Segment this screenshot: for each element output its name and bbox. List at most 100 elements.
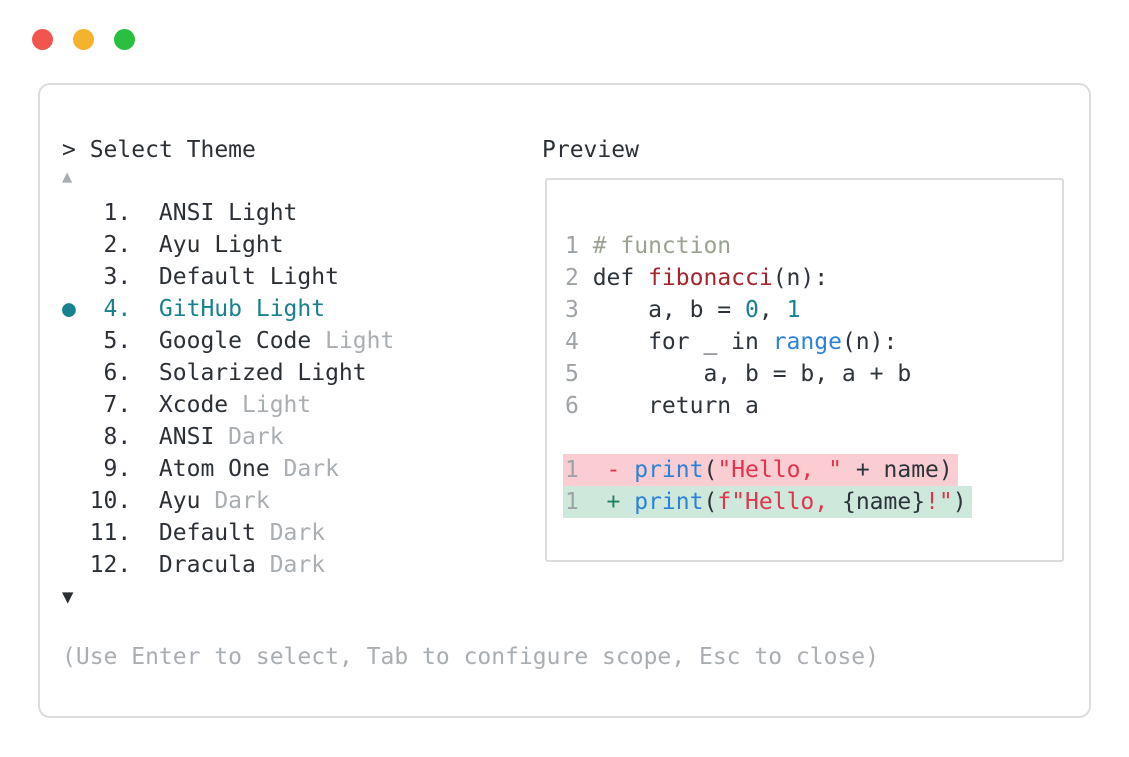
theme-name: Default <box>158 520 256 546</box>
line-number: 1 <box>565 489 579 515</box>
code-token: f"Hello, <box>717 489 842 515</box>
theme-name: Xcode <box>158 392 229 418</box>
line-number: 1 <box>565 457 579 483</box>
traffic-minimize-button[interactable] <box>73 29 94 50</box>
line-number: 5 <box>565 361 579 387</box>
preview-title: Preview <box>542 137 639 163</box>
code-token: 1 <box>786 297 801 323</box>
code-line: 2 def fibonacci(n): <box>565 262 1062 294</box>
theme-number-suffix: . <box>117 456 132 482</box>
line-number: 1 <box>565 233 579 259</box>
theme-variant: Dark <box>228 424 284 450</box>
theme-number-suffix: . <box>117 552 132 578</box>
code-line: 4 for _ in range(n): <box>565 326 1062 358</box>
theme-variant: Light <box>325 328 395 354</box>
scroll-up-icon[interactable]: ▲ <box>62 167 73 187</box>
code-token: range <box>772 329 842 355</box>
theme-number-suffix: . <box>117 232 132 258</box>
theme-number: 10 <box>89 488 118 514</box>
scroll-down-icon[interactable]: ▼ <box>62 586 74 608</box>
theme-number-suffix: . <box>117 488 132 514</box>
theme-name: Dracula <box>158 552 256 578</box>
code-token: !" <box>925 489 953 515</box>
theme-variant: Dark <box>269 520 326 546</box>
theme-name: Atom One <box>158 456 270 482</box>
theme-name: GitHub <box>158 296 243 322</box>
theme-variant: Light <box>228 200 298 226</box>
selected-bullet-icon: ● <box>62 296 76 322</box>
code-token: # function <box>592 233 732 259</box>
theme-number: 2 <box>103 232 118 258</box>
window-traffic-lights <box>32 29 135 50</box>
theme-number: 11 <box>89 520 118 546</box>
theme-name: Ayu <box>158 488 201 514</box>
code-token: (n): <box>841 329 898 355</box>
code-token: ( <box>703 457 718 483</box>
line-number: 6 <box>565 393 579 419</box>
theme-number-suffix: . <box>117 200 132 226</box>
theme-name: ANSI <box>158 200 215 226</box>
theme-number: 1 <box>103 200 118 226</box>
line-number: 3 <box>565 297 579 323</box>
theme-name: Google Code <box>158 328 312 354</box>
theme-picker-window: > Select Theme Preview ▲ 1. ANSI Light 2. Ayu… <box>38 83 1091 718</box>
code-token: def <box>592 265 649 291</box>
code-token: for _ in <box>592 329 773 355</box>
palette-header: > Select Theme <box>62 134 256 166</box>
theme-variant: Light <box>297 360 367 386</box>
theme-list-item[interactable]: 1. ANSI Light <box>62 197 394 229</box>
theme-number-suffix: . <box>117 328 132 354</box>
code-token: 0 <box>745 297 759 323</box>
diff-highlight: 1 -print("Hello, " + name) <box>563 454 958 486</box>
code-token: return a <box>592 393 759 419</box>
prompt-chevron-icon: > <box>62 137 76 163</box>
theme-name: ANSI <box>158 424 215 450</box>
diff-sample: 1-print("Hello, " + name)1+print(f"Hello… <box>563 454 1062 518</box>
theme-number-suffix: . <box>117 360 132 386</box>
code-token: + name) <box>841 457 953 483</box>
theme-number: 7 <box>103 392 118 418</box>
theme-list-item[interactable]: 5. Google Code Light <box>62 325 395 357</box>
traffic-close-button[interactable] <box>32 29 53 50</box>
keyboard-hints: (Use Enter to select, Tab to configure s… <box>62 644 879 670</box>
theme-number: 9 <box>103 456 118 482</box>
diff-highlight: 1+print(f"Hello, {name}!") <box>563 486 972 518</box>
code-token: {name} <box>841 489 926 515</box>
theme-variant: Dark <box>269 552 326 578</box>
diff-line-removed: 1 -print("Hello, " + name) <box>563 454 1062 486</box>
code-token: fibonacci <box>648 265 773 291</box>
theme-name: Solarized <box>158 360 284 386</box>
diff-removed-sign-icon: - <box>606 457 621 483</box>
diff-added-sign-icon: + <box>606 489 621 515</box>
code-token: (n): <box>772 265 829 291</box>
theme-variant: Light <box>255 296 326 322</box>
traffic-maximize-button[interactable] <box>114 29 135 50</box>
code-token: , <box>758 297 787 323</box>
code-line: 5 a, b = b, a + b <box>565 358 1062 390</box>
code-line: 3 a, b = 0, 1 <box>565 294 1062 326</box>
theme-number: 4 <box>103 296 118 322</box>
theme-name: Default <box>158 264 256 290</box>
theme-number-suffix: . <box>117 264 132 290</box>
palette-title: Select Theme <box>89 137 256 163</box>
line-number: 2 <box>565 265 579 291</box>
theme-number: 5 <box>103 328 118 354</box>
code-token: print <box>634 457 704 483</box>
code-token: "Hello, " <box>717 457 842 483</box>
theme-name: Ayu <box>158 232 201 258</box>
code-token: a, b = b, a + b <box>592 361 912 387</box>
